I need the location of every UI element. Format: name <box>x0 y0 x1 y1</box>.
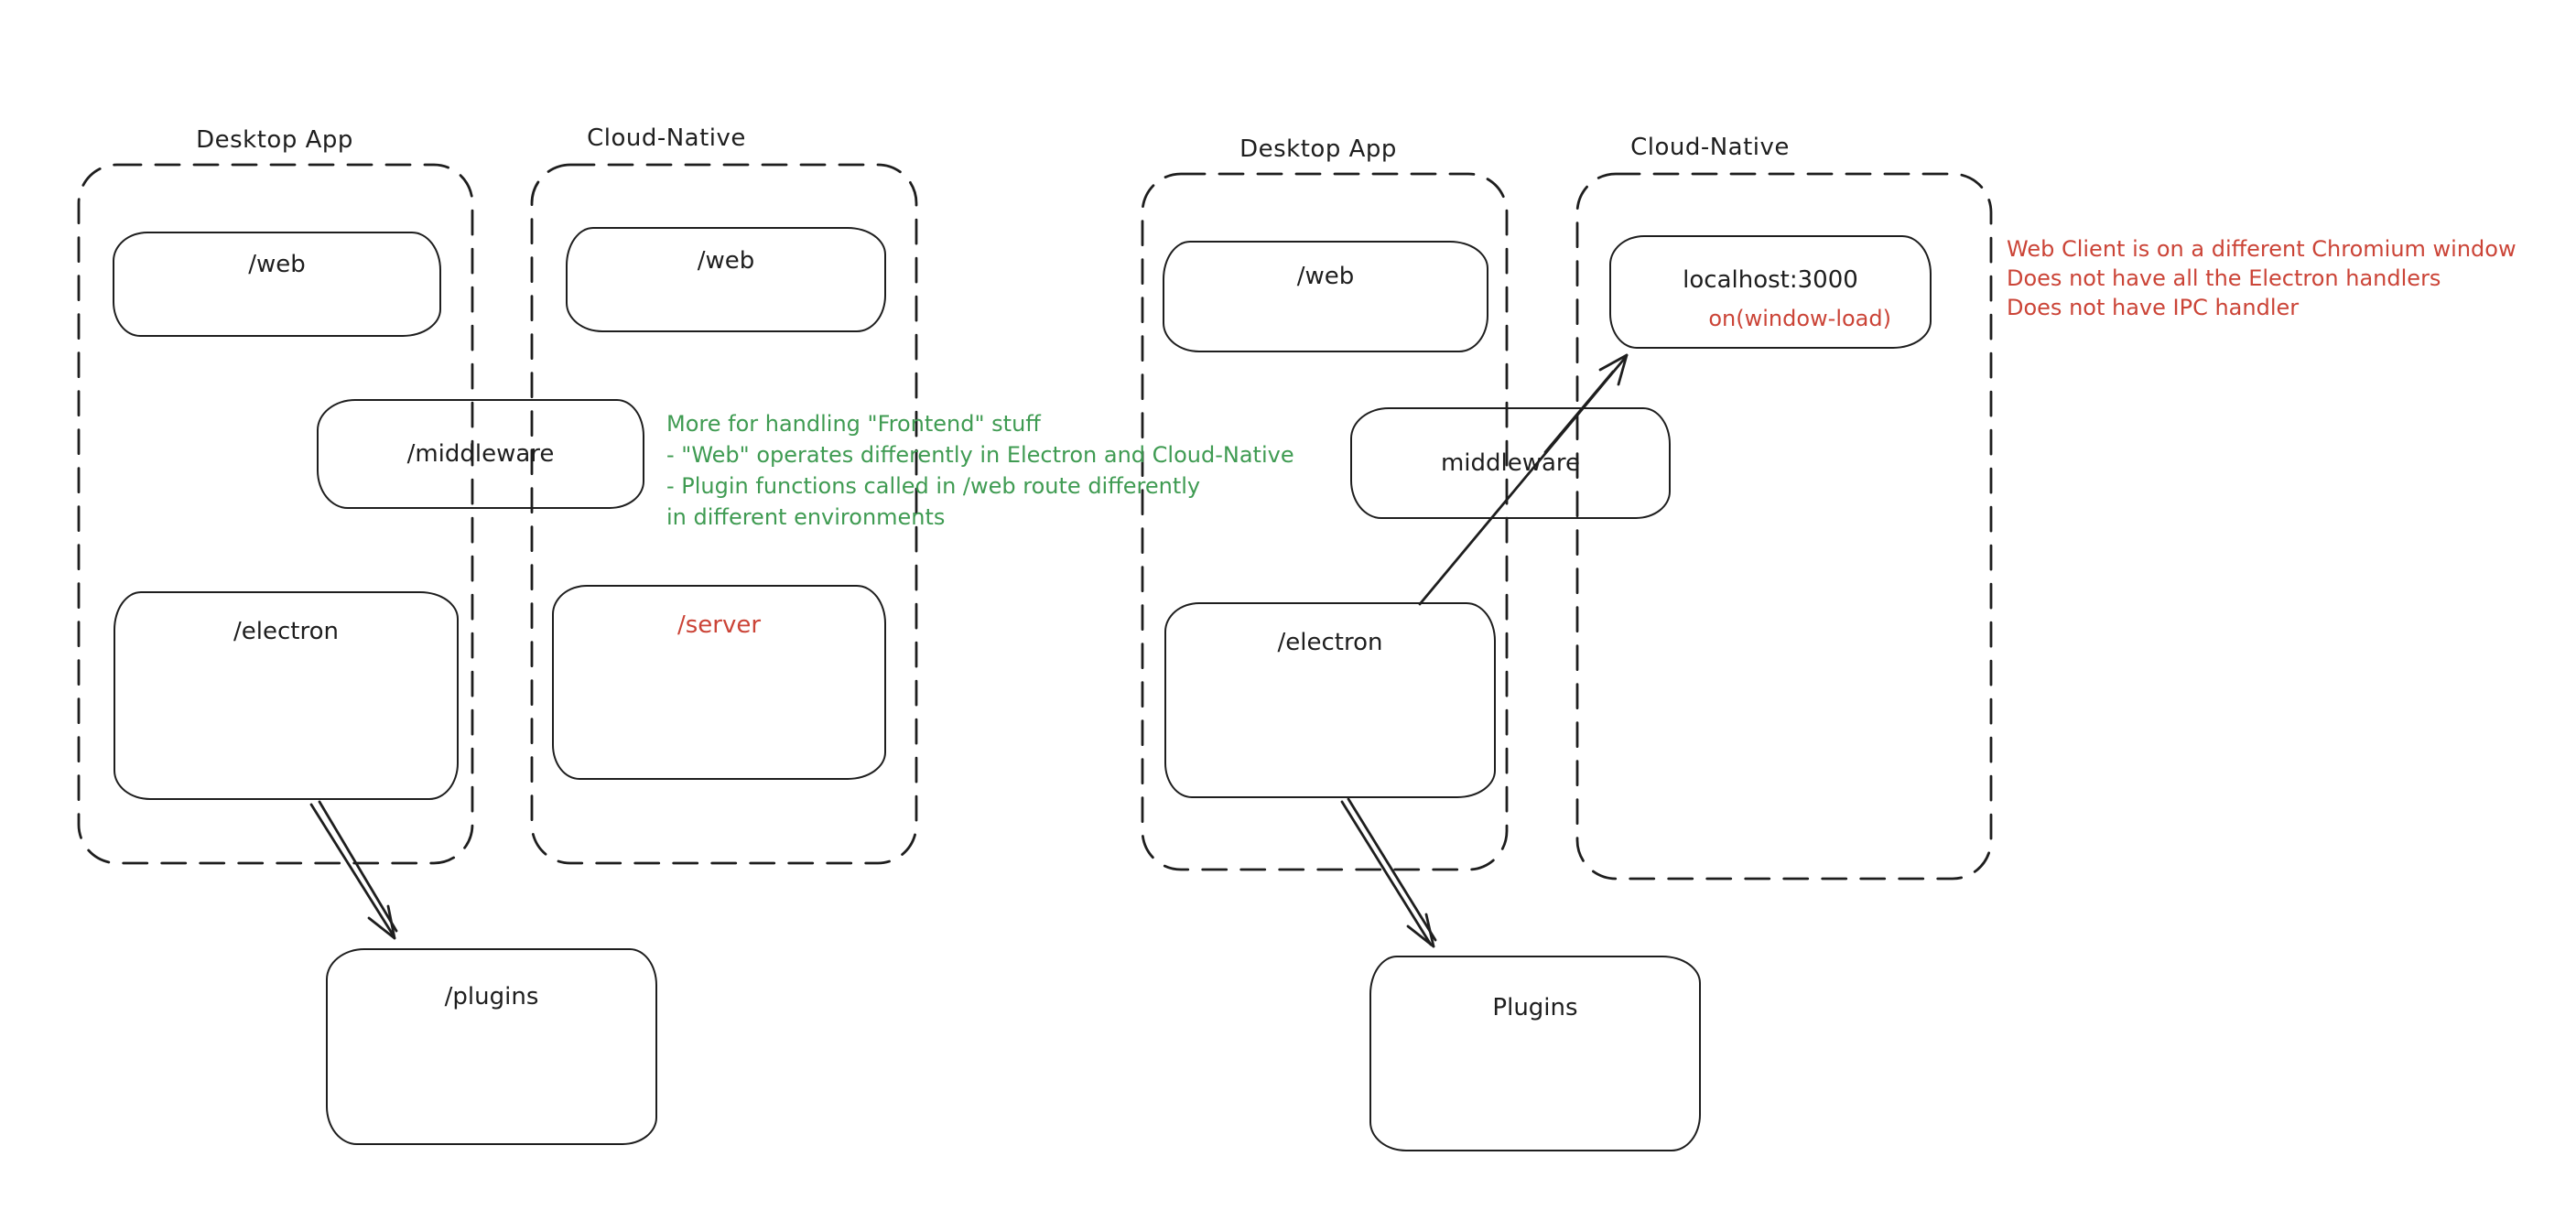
localhost-label: localhost:3000 <box>1683 266 1858 294</box>
left-electron-label: /electron <box>233 618 339 645</box>
left-web-box-desktop: /web <box>113 232 441 337</box>
left-plugins-label: /plugins <box>444 983 539 1010</box>
right-plugins-label: Plugins <box>1492 994 1578 1021</box>
right-middleware-box: middleware <box>1350 407 1671 519</box>
right-cloud-native-title: Cloud-Native <box>1630 134 1790 161</box>
left-middleware-box: /middleware <box>317 399 644 509</box>
right-electron-box: /electron <box>1164 602 1496 798</box>
right-web-box: /web <box>1163 241 1488 352</box>
left-web-box-cloud-label: /web <box>697 247 755 275</box>
right-web-box-label: /web <box>1296 263 1355 290</box>
left-plugins-box: /plugins <box>326 948 657 1145</box>
right-desktop-app-title: Desktop App <box>1239 135 1397 163</box>
right-cloud-native-container <box>1575 172 1993 881</box>
left-web-box-cloud: /web <box>566 227 886 332</box>
web-client-note-red: Web Client is on a different Chromium wi… <box>2007 236 2516 320</box>
left-middleware-label: /middleware <box>406 440 555 468</box>
right-localhost-box: localhost:3000 on(window-load) <box>1609 235 1932 349</box>
frontend-note-green: More for handling "Frontend" stuff - "We… <box>666 411 1294 530</box>
right-desktop-app-container <box>1141 172 1509 871</box>
left-cloud-native-container <box>530 163 918 865</box>
left-web-box-desktop-label: /web <box>248 251 306 278</box>
left-server-label: /server <box>676 611 762 639</box>
right-electron-label: /electron <box>1277 629 1383 656</box>
right-plugins-box: Plugins <box>1369 956 1701 1151</box>
arrow-electron-to-plugins-left <box>309 800 398 940</box>
right-middleware-label: middleware <box>1440 449 1581 477</box>
left-electron-box: /electron <box>114 591 459 800</box>
arrow-electron-to-plugins-right <box>1340 797 1437 948</box>
left-desktop-app-container <box>77 163 474 865</box>
left-cloud-native-title: Cloud-Native <box>587 124 746 152</box>
left-desktop-app-title: Desktop App <box>196 126 353 154</box>
window-load-label: on(window-load) <box>1708 306 1891 331</box>
arrow-electron-to-localhost <box>1418 353 1629 606</box>
left-server-box: /server <box>552 585 886 780</box>
